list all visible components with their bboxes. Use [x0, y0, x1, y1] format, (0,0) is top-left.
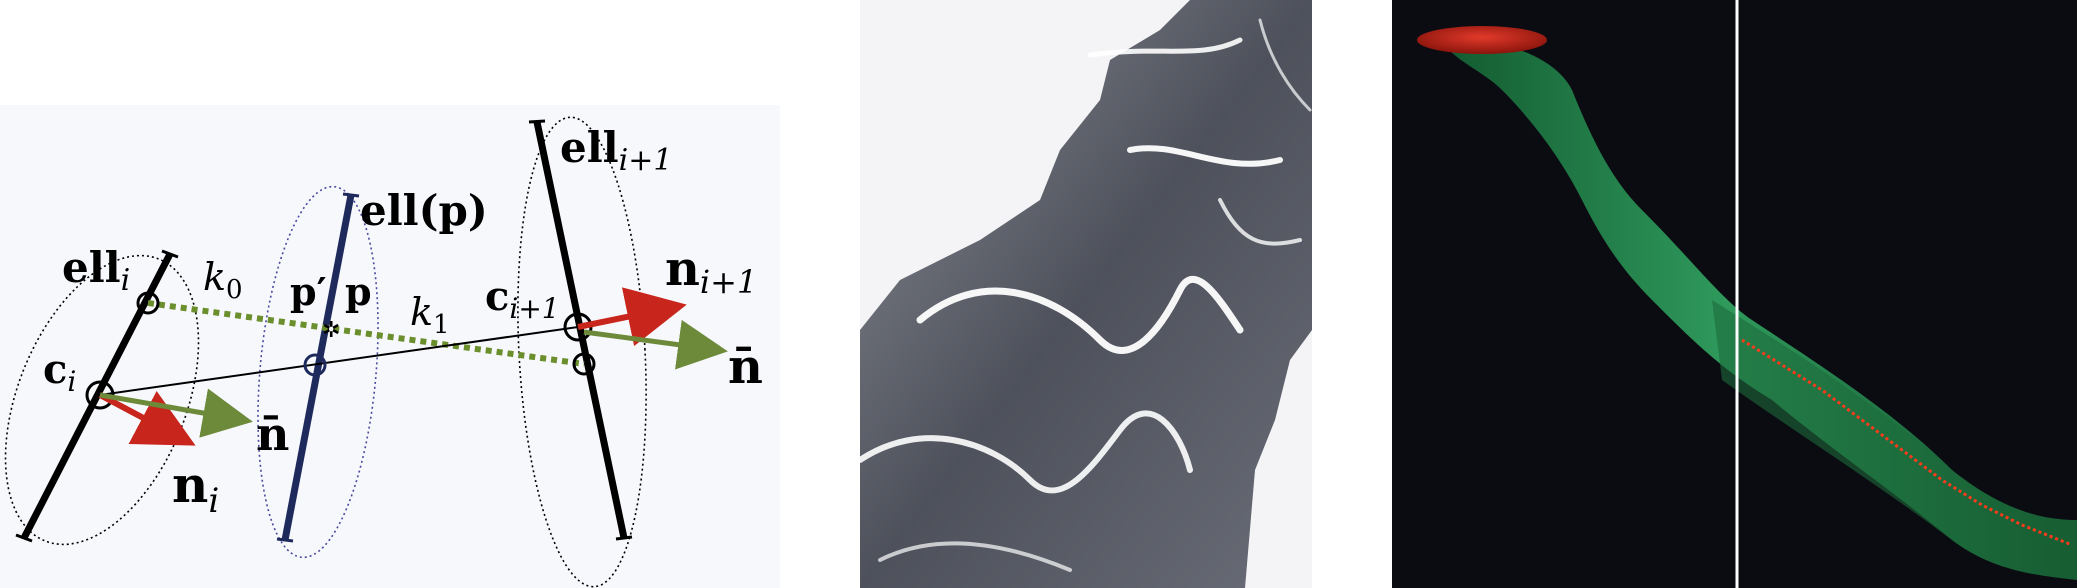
label-ell-i: elli: [62, 243, 130, 298]
label-nbar-mid: n̄: [256, 407, 289, 461]
label-p-prime: p′: [290, 269, 327, 314]
label-n-i1: ni+1: [665, 241, 757, 301]
nbar-right-arrow: [583, 319, 728, 370]
ellipse-i1: [517, 116, 647, 588]
vessel-svg: [1392, 0, 2077, 588]
label-k0: k0: [203, 255, 243, 305]
nbar-mid-arrow: [99, 388, 253, 438]
label-p: p: [345, 269, 372, 314]
label-c-i1: ci+1: [485, 273, 560, 325]
axis-ell-i: [20, 252, 174, 540]
dotted-connector: [147, 300, 585, 367]
k1-point: [572, 352, 596, 376]
axis-ell-i1: [533, 121, 628, 539]
surface-svg: [860, 0, 1312, 588]
normal-i1-arrow: [577, 287, 687, 347]
p-star-marker: ✲: [322, 318, 340, 343]
label-n-i: ni: [172, 455, 219, 521]
label-c-i: ci: [43, 346, 76, 398]
vessel-cap: [1417, 26, 1547, 54]
vessel-centerline: [1741, 338, 2073, 547]
ellipse-p: [257, 185, 379, 559]
surface-shape: [860, 0, 1312, 588]
vessel-render: [1392, 0, 2077, 588]
label-ell-p: ell(p): [360, 186, 488, 235]
ellipse-interpolation-diagram: ✲ elli k0 ell(p) elli+1 p′ p k1 ci ci+1 …: [0, 0, 780, 588]
shaded-surface-render: [860, 0, 1312, 588]
k0-point: [136, 291, 160, 315]
p-prime-point: [303, 353, 327, 377]
diagram-background: [0, 105, 780, 588]
normal-i-arrow: [98, 391, 196, 446]
specular-highlights: [860, 18, 1312, 572]
label-nbar-right: n̄: [728, 339, 763, 395]
label-ell-i1: elli+1: [560, 123, 672, 178]
axis-ell-p: [281, 194, 355, 541]
center-connector: [99, 326, 579, 396]
vessel-mesh-region: [1712, 300, 2077, 580]
label-k1: k1: [410, 290, 450, 340]
diagram-svg: ✲ elli k0 ell(p) elli+1 p′ p k1 ci ci+1 …: [0, 105, 780, 588]
